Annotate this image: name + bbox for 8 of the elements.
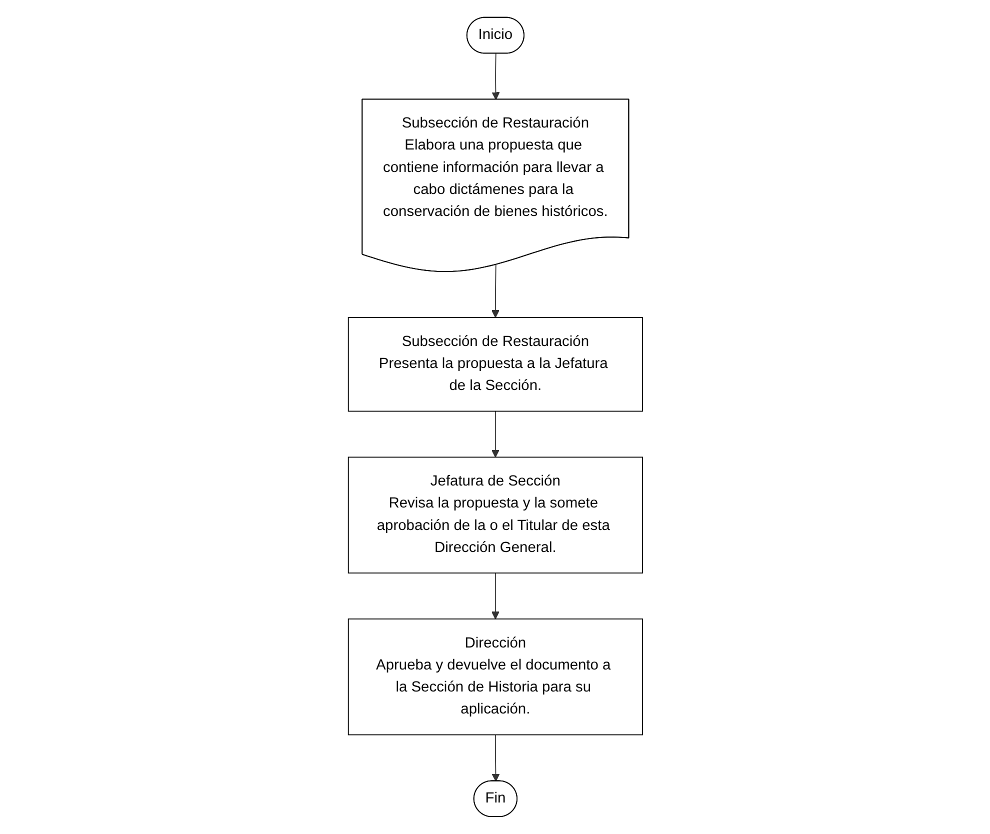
arrow <box>490 572 500 620</box>
arrow <box>491 53 500 100</box>
arrow <box>490 410 500 458</box>
arrow <box>491 734 500 782</box>
node-box: Dirección Aprueba y devuelve el documento a la Sección de Historia para su aplicación. <box>347 618 643 736</box>
node-box: Subsección de Restauración Presenta la propuesta a la Jefatura de la Sección. <box>347 317 643 412</box>
arrow <box>490 264 500 318</box>
node-box: Jefatura de Sección Revisa la propuesta y la somete aprobación de la o el Titular de esta Dirección General. <box>347 456 643 574</box>
